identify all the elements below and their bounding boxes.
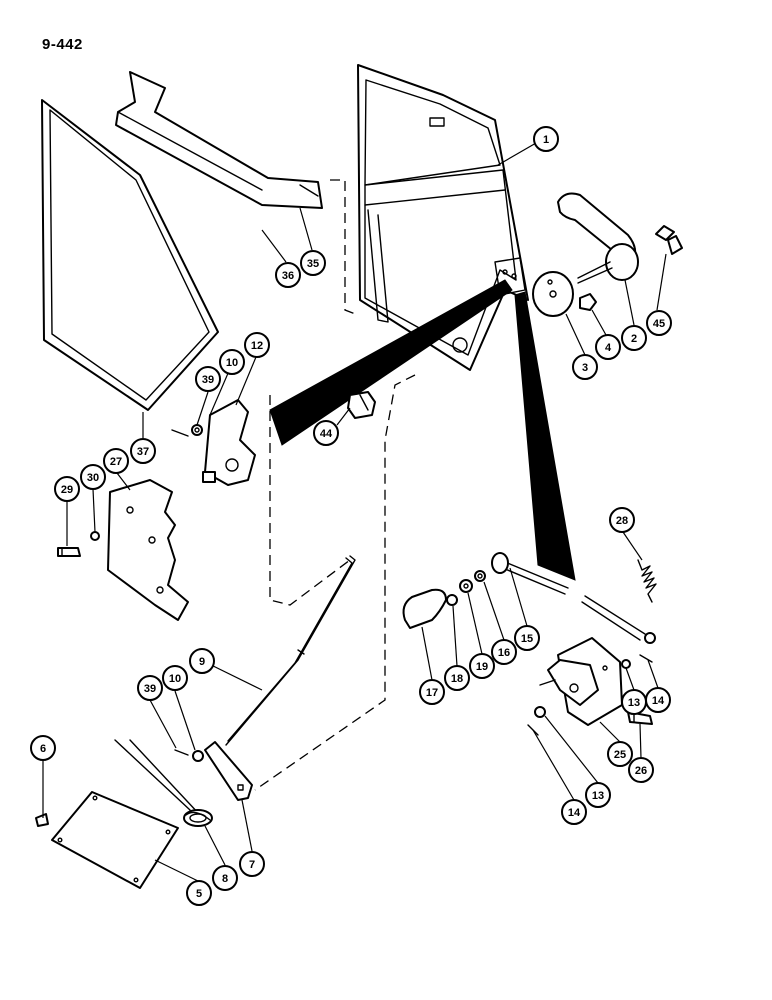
svg-text:37: 37 [137, 446, 149, 458]
callout-25: 25 [607, 741, 633, 767]
svg-text:5: 5 [196, 888, 202, 900]
torsion-spring [114, 739, 213, 827]
callout-18: 18 [444, 665, 470, 691]
callout-35: 35 [300, 250, 326, 276]
pin-washer-upper [171, 424, 203, 437]
key-set [655, 225, 683, 255]
callout-14-left: 14 [561, 799, 587, 825]
svg-text:25: 25 [614, 749, 626, 761]
latch-lever [202, 399, 256, 486]
svg-text:44: 44 [320, 428, 333, 440]
svg-text:4: 4 [605, 342, 612, 354]
callout-13-right: 13 [621, 689, 647, 715]
svg-text:10: 10 [169, 673, 181, 685]
svg-text:35: 35 [307, 258, 319, 270]
pin-washer-lower [174, 749, 204, 762]
mounting-plate [107, 479, 189, 621]
svg-text:17: 17 [426, 687, 438, 699]
svg-text:15: 15 [521, 633, 533, 645]
svg-text:7: 7 [249, 859, 255, 871]
svg-text:14: 14 [568, 807, 581, 819]
callout-7: 7 [239, 851, 265, 877]
svg-text:6: 6 [40, 743, 46, 755]
assembly-dashed-lines [254, 179, 416, 791]
linkage-rod [491, 552, 656, 644]
upper-bracket [115, 71, 323, 209]
svg-text:39: 39 [202, 374, 214, 386]
svg-text:10: 10 [226, 357, 238, 369]
callout-6: 6 [30, 735, 56, 761]
callout-10-lower: 10 [162, 665, 188, 691]
callout-14-right: 14 [645, 687, 671, 713]
leader-lines [42, 138, 667, 882]
callout-45: 45 [646, 310, 672, 336]
svg-text:19: 19 [476, 661, 488, 673]
svg-text:18: 18 [451, 673, 463, 685]
callout-10-upper: 10 [219, 349, 245, 375]
svg-text:27: 27 [110, 456, 122, 468]
callout-15: 15 [514, 625, 540, 651]
detail-wedges [269, 279, 576, 581]
svg-text:12: 12 [251, 340, 263, 352]
svg-text:30: 30 [87, 472, 99, 484]
svg-text:28: 28 [616, 515, 628, 527]
svg-text:29: 29 [61, 484, 73, 496]
callout-37: 37 [130, 438, 156, 464]
svg-text:1: 1 [543, 134, 549, 146]
callout-27: 27 [103, 448, 129, 474]
svg-text:16: 16 [498, 647, 510, 659]
callout-1: 1 [533, 126, 559, 152]
callout-8: 8 [212, 865, 238, 891]
callout-26: 26 [628, 757, 654, 783]
connecting-rod [225, 555, 356, 746]
callout-29: 29 [54, 476, 80, 502]
rubber-block [347, 391, 376, 419]
callout-2: 2 [621, 325, 647, 351]
svg-text:45: 45 [653, 318, 665, 330]
svg-text:36: 36 [282, 270, 294, 282]
svg-text:2: 2 [631, 333, 637, 345]
callout-30: 30 [80, 464, 106, 490]
callout-3: 3 [572, 354, 598, 380]
svg-text:39: 39 [144, 683, 156, 695]
svg-text:13: 13 [592, 790, 604, 802]
svg-text:14: 14 [652, 695, 665, 707]
latch-arm [204, 741, 253, 801]
svg-text:13: 13 [628, 697, 640, 709]
bolt-washer-left [57, 531, 100, 557]
callout-36: 36 [275, 262, 301, 288]
callouts: 1 2 3 4 45 35 36 37 39 10 12 44 27 29 30… [30, 126, 672, 906]
page-number: 9-442 [42, 36, 83, 53]
callout-9: 9 [189, 648, 215, 674]
callout-39-lower: 39 [137, 675, 163, 701]
callout-17: 17 [419, 679, 445, 705]
knob-washers [402, 570, 486, 629]
callout-16: 16 [491, 639, 517, 665]
washer-nut [532, 271, 597, 317]
callout-28: 28 [609, 507, 635, 533]
cover-plate [35, 791, 179, 889]
callout-44: 44 [313, 420, 339, 446]
svg-text:3: 3 [582, 362, 588, 374]
callout-12: 12 [244, 332, 270, 358]
latch-assembly [539, 637, 623, 726]
callout-19: 19 [469, 653, 495, 679]
callout-13-left: 13 [585, 782, 611, 808]
door-handle [557, 192, 639, 284]
extension-spring [637, 559, 657, 603]
callout-4: 4 [595, 334, 621, 360]
svg-text:9: 9 [199, 656, 205, 668]
callout-5: 5 [186, 880, 212, 906]
svg-text:8: 8 [222, 873, 228, 885]
svg-text:26: 26 [635, 765, 647, 777]
window-seal [41, 99, 219, 411]
callout-39-upper: 39 [195, 366, 221, 392]
